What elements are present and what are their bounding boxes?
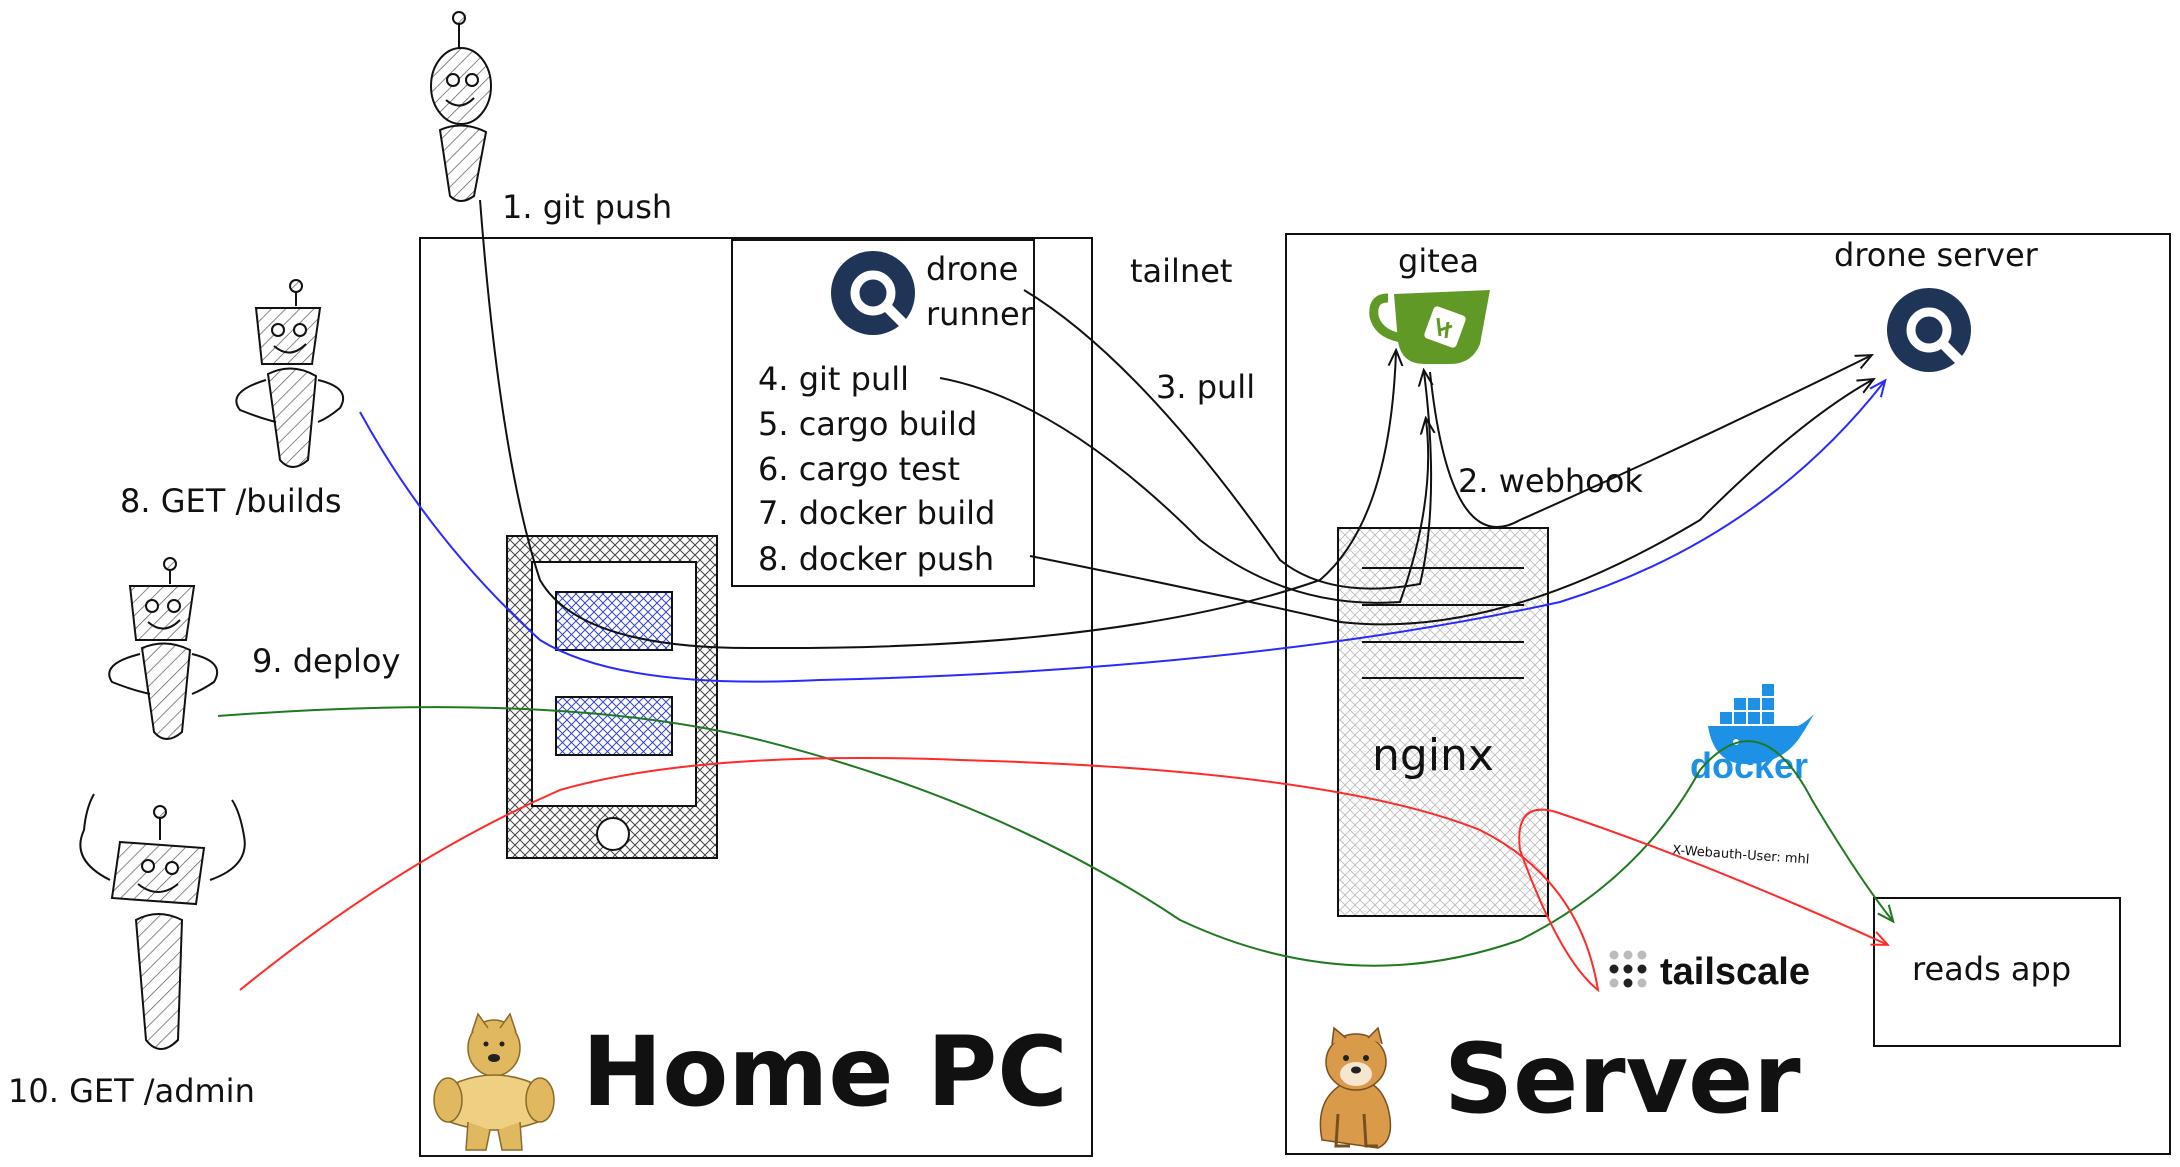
robot-top [430, 11, 492, 202]
nginx-block [1337, 527, 1549, 917]
drone-runner-title-2: runner [926, 295, 1034, 333]
drone-runner-box [731, 239, 1035, 587]
arrow-runner-poll [1023, 289, 1431, 590]
server-title: Server [1444, 1023, 1801, 1135]
runner-step-4: 7. docker build [758, 494, 995, 532]
arrow-webhook [1429, 356, 1870, 528]
runner-step-5: 8. docker push [758, 540, 994, 578]
label-tailnet: tailnet [1130, 252, 1232, 290]
buff-doge-image [433, 1012, 555, 1151]
arrow-git-pull [939, 377, 1428, 604]
robot-deploy [108, 557, 219, 740]
arrow-deploy [217, 706, 1892, 967]
server-box [1285, 233, 2171, 1155]
reads-app-label: reads app [1912, 950, 2071, 988]
home-pc-box [419, 237, 1093, 1157]
runner-step-2: 5. cargo build [758, 405, 977, 443]
nginx-label: nginx [1372, 730, 1494, 781]
label-deploy: 9. deploy [252, 642, 400, 680]
robot-admin [79, 793, 246, 1050]
docker-label: docker [1690, 745, 1808, 786]
tailscale-label: tailscale [1660, 951, 1810, 993]
label-get-builds: 8. GET /builds [120, 482, 342, 520]
runner-step-1: 4. git pull [758, 360, 909, 398]
reads-app-box [1873, 897, 2121, 1047]
drone-server-label: drone server [1834, 236, 2039, 274]
gitea-label: gitea [1398, 242, 1479, 280]
phone-device [506, 535, 718, 859]
runner-step-3: 6. cargo test [758, 450, 960, 488]
arrow-docker-push [1029, 380, 1872, 626]
label-pull: 3. pull [1156, 368, 1255, 406]
cheems-doge-image [1319, 1026, 1392, 1149]
drone-runner-icon [831, 251, 915, 335]
arrow-get-builds [359, 382, 1884, 683]
label-get-admin: 10. GET /admin [8, 1072, 255, 1110]
label-git-push: 1. git push [502, 188, 672, 226]
gitea-icon [1369, 290, 1490, 364]
arrow-get-admin [239, 757, 1886, 993]
label-webhook: 2. webhook [1458, 462, 1643, 500]
label-webauth-header: X-Webauth-User: mhl [1672, 843, 1810, 868]
robot-builds [235, 279, 345, 468]
arrow-git-push [479, 199, 1396, 650]
tailscale-icon [1609, 950, 1647, 988]
home-pc-title: Home PC [582, 1016, 1068, 1128]
drone-runner-title-1: drone [926, 250, 1018, 288]
drone-server-icon [1887, 288, 1971, 372]
